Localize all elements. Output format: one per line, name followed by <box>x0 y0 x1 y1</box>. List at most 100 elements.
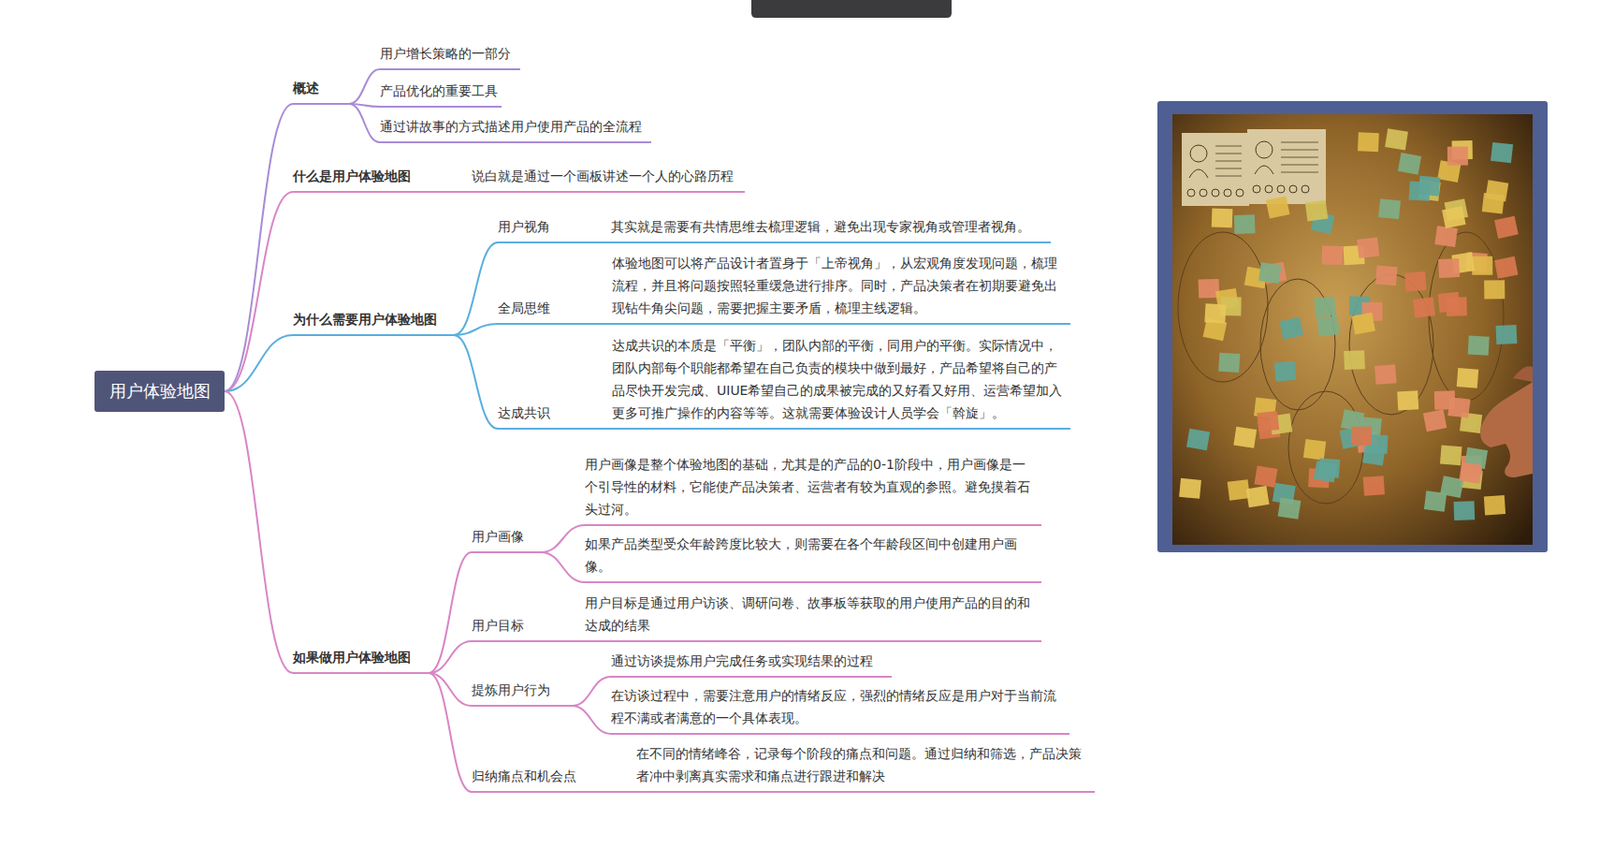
sticky-note <box>1424 490 1447 512</box>
sticky-note <box>1234 214 1256 234</box>
subtopic-label: 说白就是通过一个画板讲述一个人的心路历程 <box>471 164 745 193</box>
sticky-note <box>1412 296 1436 319</box>
sticky-note <box>1279 317 1304 340</box>
sticky-note <box>1494 216 1519 239</box>
topic-text: 体验地图可以将产品设计者置身于「上帝视角」，从宏观角度发现问题，梳理流程，并且将… <box>611 251 1067 320</box>
sticky-note <box>1447 145 1469 165</box>
subtopic-label: 用户增长策略的一部分 <box>379 42 521 71</box>
branch-connector <box>428 552 472 673</box>
subtopic-label: 用户目标 <box>471 613 541 642</box>
sticky-note <box>1438 258 1460 278</box>
sticky-note <box>1384 128 1409 150</box>
topic-text: 概述 <box>292 76 346 100</box>
branch-topic: 概述 <box>292 76 350 105</box>
branch-connector <box>349 103 380 143</box>
sticky-note <box>1396 390 1419 410</box>
sticky-note <box>1274 361 1297 382</box>
subtopic-label: 在访谈过程中，需要注意用户的情绪反应，强烈的情绪反应是用户对于当前流程不满或者满… <box>610 683 1070 735</box>
sticky-note <box>1357 131 1380 152</box>
sticky-note <box>1343 349 1366 370</box>
sticky-note <box>1265 195 1291 219</box>
sticky-note <box>1378 198 1401 219</box>
topic-text: 产品优化的重要工具 <box>379 79 498 102</box>
sticky-note <box>1468 334 1490 355</box>
branch-connector <box>611 790 637 793</box>
subtopic-label: 达成共识 <box>497 401 572 430</box>
topic-text: 提炼用户行为 <box>471 678 568 701</box>
branch-connector <box>224 391 293 673</box>
branch-connector <box>349 69 380 104</box>
sticky-note <box>1483 279 1505 299</box>
topic-text: 全局思维 <box>497 296 568 320</box>
subtopic-label: 全局思维 <box>497 296 572 325</box>
sticky-note <box>1258 261 1281 284</box>
sticky-note <box>1278 497 1302 520</box>
topic-text: 什么是用户体验地图 <box>292 164 439 188</box>
branch-connector <box>428 640 472 673</box>
topic-text: 通过讲故事的方式描述用户使用产品的全流程 <box>379 115 648 138</box>
subtopic-label: 如果产品类型受众年龄跨度比较大，则需要在各个年龄段区间中创建用户画像。 <box>584 532 1042 583</box>
sticky-note <box>1317 315 1340 336</box>
branch-connector <box>428 672 472 792</box>
branch-connector <box>224 103 293 392</box>
topic-text: 在访谈过程中，需要注意用户的情绪反应，强烈的情绪反应是用户对于当前流程不满或者满… <box>610 683 1066 729</box>
topic-text: 在不同的情绪峰谷，记录每个阶段的痛点和问题。通过归纳和筛选，产品决策者冲中剥离真… <box>636 741 1091 787</box>
topic-text: 为什么需要用户体验地图 <box>292 307 451 331</box>
sticky-note <box>1374 363 1397 385</box>
subtopic-label: 用户视角 <box>497 215 572 244</box>
topic-text: 用户目标是通过用户访谈、调研问卷、故事板等获取的用户使用产品的目的和达成的结果 <box>584 591 1038 637</box>
sticky-note <box>1404 271 1426 292</box>
branch-connector <box>571 705 611 734</box>
branch-topic: 为什么需要用户体验地图 <box>292 307 454 336</box>
sticky-note <box>1471 256 1493 276</box>
subtopic-label: 通过访谈提炼用户完成任务或实现结果的过程 <box>610 649 892 678</box>
topic-text: 如果产品类型受众年龄跨度比较大，则需要在各个年龄段区间中创建用户画像。 <box>584 532 1038 578</box>
sticky-note <box>1351 426 1372 446</box>
topic-text: 用户画像是整个体验地图的基础，尤其是的产品的0-1阶段中，用户画像是一个引导性的… <box>584 452 1038 521</box>
branch-connector <box>453 323 498 335</box>
sticky-note <box>1482 192 1505 214</box>
stage-outline <box>1428 232 1504 401</box>
sticky-note <box>1363 475 1385 495</box>
photo-wall <box>1172 114 1533 545</box>
topic-text: 用户画像 <box>471 524 538 548</box>
sticky-note <box>1458 462 1483 484</box>
photo-illustration <box>1157 101 1548 553</box>
thumb <box>1512 365 1533 382</box>
sticky-note <box>1313 296 1337 318</box>
sticky-note <box>1434 225 1457 248</box>
topic-text: 达成共识的本质是「平衡」，团队内部的平衡，同用户的平衡。实际情况中，团队内部每个… <box>611 334 1067 424</box>
subtopic-label: 提炼用户行为 <box>471 678 572 707</box>
topic-text: 用户体验地图 <box>107 379 212 403</box>
sticky-note <box>1218 352 1240 373</box>
topic-text: 归纳痛点和机会点 <box>471 764 609 787</box>
sticky-note <box>1397 152 1422 175</box>
persona-sheet <box>1181 132 1250 206</box>
sticky-note <box>1494 256 1518 279</box>
sticky-note <box>1211 208 1234 229</box>
subtopic-label: 用户目标是通过用户访谈、调研问卷、故事板等获取的用户使用产品的目的和达成的结果 <box>584 591 1042 642</box>
branch-connector <box>571 322 612 325</box>
sticky-note <box>1447 396 1470 419</box>
sticky-note <box>1246 485 1270 508</box>
subtopic-label: 其实就是需要有共情思维去梳理逻辑，避免出现专家视角或管理者视角。 <box>610 215 1051 244</box>
stage-outline <box>1349 274 1434 415</box>
sticky-note <box>1356 237 1380 259</box>
branch-connector <box>571 427 612 430</box>
subtopic-label: 体验地图可以将产品设计者置身于「上帝视角」，从宏观角度发现问题，梳理流程，并且将… <box>611 251 1071 325</box>
sticky-note <box>1454 500 1476 521</box>
sticky-note <box>1313 460 1338 482</box>
sticky-note <box>1322 246 1344 266</box>
sticky-note <box>1438 291 1461 313</box>
toolbar-pill <box>0 0 1600 29</box>
sticky-note <box>1186 428 1210 451</box>
subtopic-label: 用户画像 <box>471 524 541 553</box>
sticky-note <box>1423 408 1447 432</box>
sticky-note <box>1490 142 1513 163</box>
photo-frame <box>1157 101 1548 553</box>
sticky-note <box>1440 444 1463 466</box>
subtopic-label: 达成共识的本质是「平衡」，团队内部的平衡，同用户的平衡。实际情况中，团队内部每个… <box>611 334 1071 430</box>
sticky-note <box>1256 410 1280 432</box>
topic-text: 通过访谈提炼用户完成任务或实现结果的过程 <box>610 649 888 672</box>
